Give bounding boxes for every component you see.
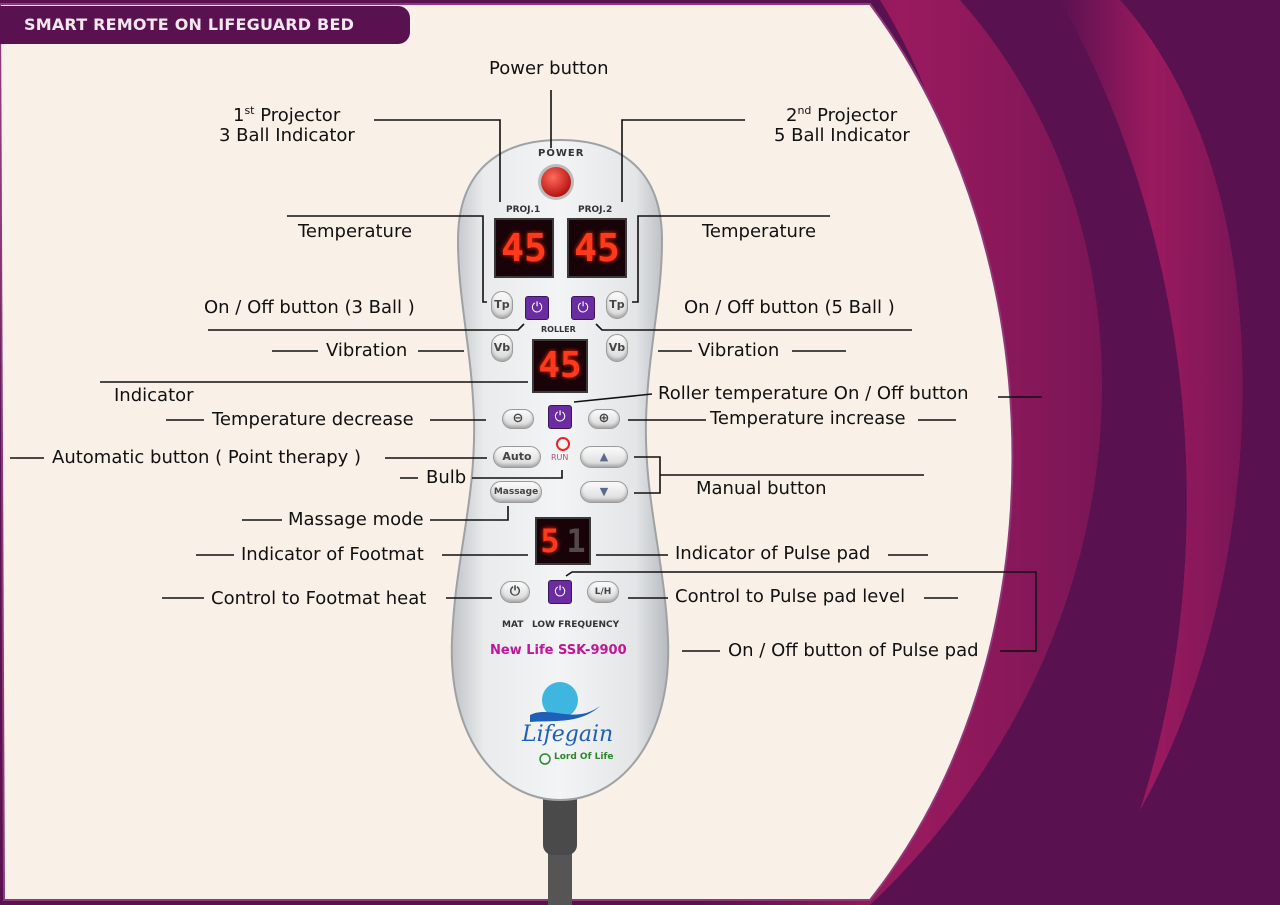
roller-label: ROLLER [541, 325, 576, 334]
callout-onoff-pulse-pad: On / Off button of Pulse pad [728, 640, 979, 661]
pulse-pad-onoff-button[interactable]: ⏻ [548, 580, 572, 604]
power-label: POWER [538, 148, 585, 159]
massage-button[interactable]: Massage [490, 481, 542, 503]
tp-button-left[interactable]: Tp [491, 291, 513, 319]
power-button[interactable] [541, 167, 571, 197]
callout-temperature-left: Temperature [298, 221, 413, 242]
callout-temperature-right: Temperature [702, 221, 817, 242]
callout-indicator: Indicator [114, 385, 194, 406]
logo-sun [542, 682, 578, 718]
brand-logo: Lifegain [522, 722, 614, 747]
callout-automatic-button: Automatic button ( Point therapy ) [52, 447, 362, 468]
roller-temp-onoff-button[interactable]: ⏻ [548, 405, 572, 429]
bg-magenta-arc [700, 0, 1102, 905]
callout-indicator-footmat: Indicator of Footmat [241, 544, 424, 565]
tp-button-right[interactable]: Tp [606, 291, 628, 319]
proj2-display: 45 [567, 218, 627, 278]
brand-tagline: Lord Of Life [554, 752, 614, 762]
auto-button[interactable]: Auto [493, 446, 541, 468]
proj2-label: PROJ.2 [578, 205, 613, 215]
callout-onoff-3ball: On / Off button (3 Ball ) [204, 297, 415, 318]
vb-button-left[interactable]: Vb [491, 334, 513, 362]
roller-display: 45 [532, 339, 588, 393]
footmat-display: 5 [540, 522, 560, 560]
callout-bulb: Bulb [426, 467, 467, 488]
callout-proj2-line1: 2nd Projector [786, 104, 898, 126]
manual-up-button[interactable]: ▲ [580, 446, 628, 468]
cable-strain-relief [543, 785, 577, 855]
run-label: RUN [551, 453, 569, 462]
callout-vibration-left: Vibration [326, 340, 408, 361]
callout-onoff-5ball: On / Off button (5 Ball ) [684, 297, 895, 318]
proj1-label: PROJ.1 [506, 205, 541, 215]
temp-increase-button[interactable]: ⊕ [588, 409, 620, 429]
bg-magenta-swoosh [1060, 0, 1243, 810]
callout-manual-button: Manual button [696, 478, 827, 499]
mat-label: MAT [502, 620, 524, 630]
manual-down-button[interactable]: ▼ [580, 481, 628, 503]
temp-decrease-button[interactable]: ⊖ [502, 409, 534, 429]
pulse-display: 1 [566, 522, 586, 560]
callout-proj2-line2: 5 Ball Indicator [774, 125, 910, 146]
callout-roller-temp-onoff: Roller temperature On / Off button [658, 383, 969, 404]
onoff-3ball-button[interactable]: ⏻ [525, 296, 549, 320]
run-bulb [556, 437, 570, 451]
callout-indicator-pulse-pad: Indicator of Pulse pad [675, 543, 871, 564]
page-title: SMART REMOTE ON LIFEGUARD BED [0, 6, 410, 44]
callout-massage-mode: Massage mode [288, 509, 424, 530]
callout-proj1-line2: 3 Ball Indicator [219, 125, 355, 146]
model-name: New Life SSK-9900 [490, 643, 627, 658]
onoff-5ball-button[interactable]: ⏻ [571, 296, 595, 320]
callout-vibration-right: Vibration [698, 340, 780, 361]
callout-temp-decrease: Temperature decrease [212, 409, 414, 430]
callout-power-button: Power button [489, 58, 609, 79]
callout-control-footmat-heat: Control to Footmat heat [211, 588, 427, 609]
tagline-icon [539, 753, 551, 765]
low-frequency-label: LOW FREQUENCY [532, 620, 620, 630]
vb-button-right[interactable]: Vb [606, 334, 628, 362]
logo-wave [530, 706, 600, 722]
pulse-level-button[interactable]: L/H [587, 581, 619, 603]
callout-control-pulse-level: Control to Pulse pad level [675, 586, 906, 607]
callout-temp-increase: Temperature increase [710, 408, 906, 429]
footmat-heat-button[interactable]: ⏻ [500, 581, 530, 603]
callout-proj1-line1: 1st Projector [233, 104, 341, 126]
proj1-display: 45 [494, 218, 554, 278]
